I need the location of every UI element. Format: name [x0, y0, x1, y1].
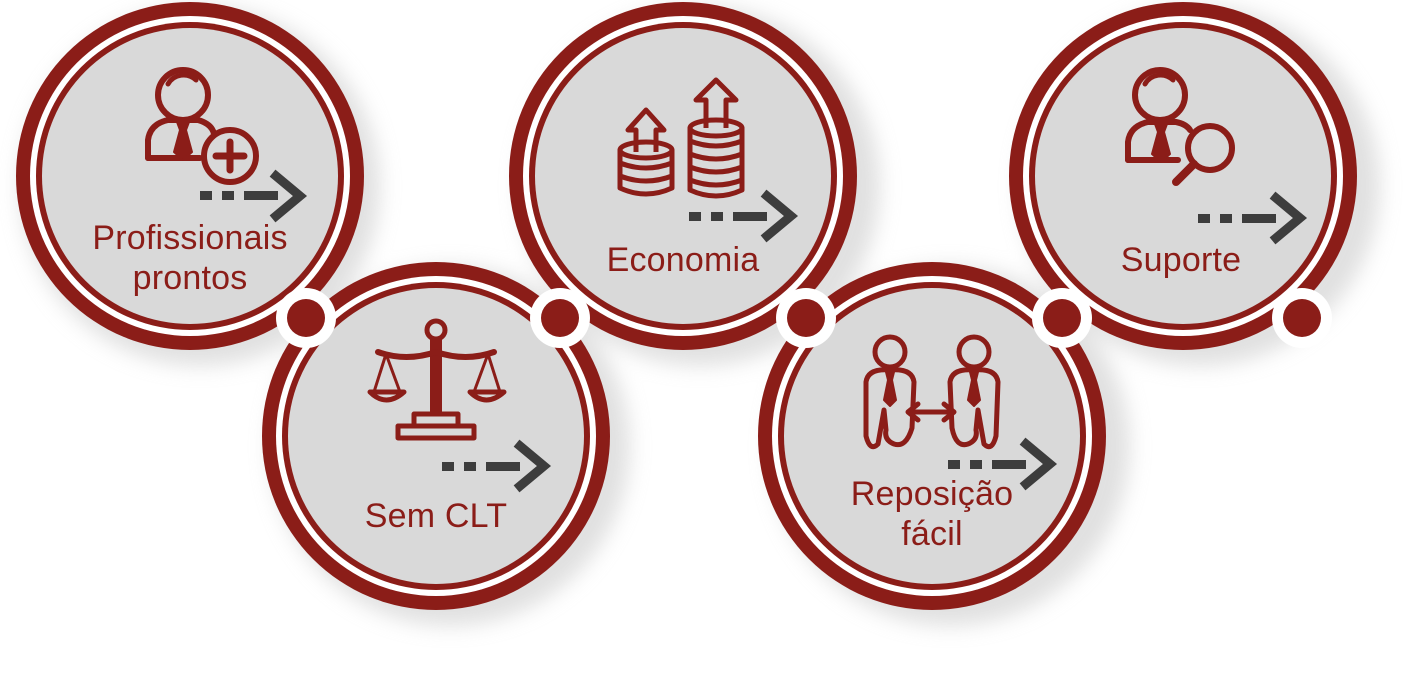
connector-dot [1032, 288, 1092, 348]
label-line: prontos [132, 259, 248, 297]
label-reposicao: Reposição fácil [782, 474, 1082, 554]
circle-suporte [1009, 2, 1357, 350]
label-suporte: Suporte [1031, 240, 1331, 280]
label-line: Suporte [1120, 241, 1242, 279]
connector-dot [776, 288, 836, 348]
circle-profissionais [16, 2, 364, 350]
people-exchange-icon [863, 334, 1001, 450]
label-line: Reposição [850, 475, 1014, 513]
arrow-sem-clt [442, 439, 552, 493]
arrow-reposicao [948, 437, 1058, 491]
label-economia: Economia [533, 240, 833, 280]
coins-growth-icon [617, 77, 745, 199]
person-search-icon [1125, 67, 1235, 186]
label-line: fácil [901, 515, 963, 553]
connector-dot [276, 288, 336, 348]
person-add-icon [145, 67, 259, 185]
connector-dots [276, 288, 1332, 348]
circle-economia [509, 2, 857, 350]
label-line: Sem CLT [364, 497, 508, 535]
label-line: Profissionais [92, 219, 288, 257]
label-sem-clt: Sem CLT [286, 496, 586, 536]
scales-icon [367, 318, 507, 441]
arrow-economia [689, 189, 799, 243]
arrow-profissionais [200, 169, 308, 223]
label-line: Economia [606, 241, 760, 279]
connector-dot [1272, 288, 1332, 348]
connector-dot [530, 288, 590, 348]
label-profissionais: Profissionais prontos [40, 218, 340, 298]
arrow-suporte [1198, 191, 1308, 245]
circle-reposicao [758, 262, 1106, 610]
